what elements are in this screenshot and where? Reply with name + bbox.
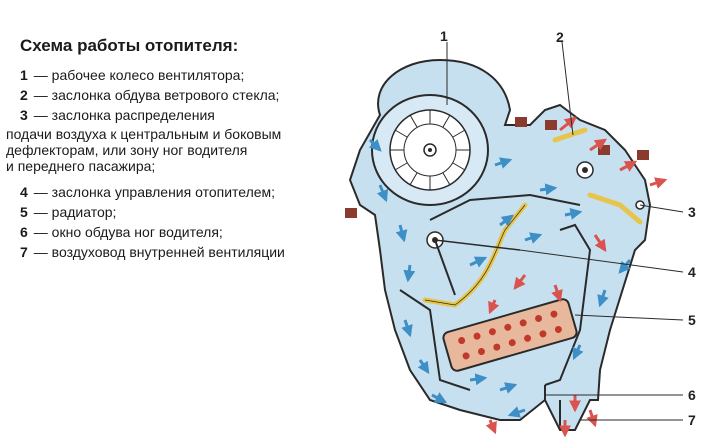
partition bbox=[429, 193, 581, 221]
legend: Схема работы отопителя: 1 — рабочее колес… bbox=[0, 0, 350, 445]
legend-text: — окно обдува ног водителя; bbox=[33, 224, 223, 240]
cold-air-arrows bbox=[368, 138, 632, 418]
legend-item-6: 6 — окно обдува ног водителя; bbox=[20, 224, 223, 240]
warm-air-arrows bbox=[485, 116, 668, 438]
callout-2: 2 bbox=[556, 29, 564, 45]
legend-text: — воздуховод внутренней вентиляции bbox=[33, 244, 285, 260]
legend-item-3-line3: дефлекторам, или зону ног водителя bbox=[6, 142, 248, 158]
callout-5: 5 bbox=[688, 312, 696, 328]
lever bbox=[434, 239, 456, 296]
leader-lines bbox=[446, 41, 684, 421]
legend-item-7: 7 — воздуховод внутренней вентиляции bbox=[20, 244, 285, 260]
legend-item-3-line2: подачи воздуха к центральным и боковым bbox=[6, 126, 282, 142]
callout-3: 3 bbox=[688, 204, 696, 220]
callout-7: 7 bbox=[688, 412, 696, 428]
legend-text: — заслонка распределения bbox=[33, 107, 215, 123]
callout-4: 4 bbox=[688, 264, 696, 280]
windshield-flap bbox=[552, 127, 588, 143]
fan-wheel bbox=[389, 109, 471, 191]
partition bbox=[399, 289, 471, 391]
legend-num: 6 bbox=[20, 224, 28, 240]
legend-item-3-line4: и переднего пасажира; bbox=[6, 158, 156, 174]
callout-1: 1 bbox=[440, 28, 448, 44]
lever bbox=[434, 239, 521, 251]
legend-num: 3 bbox=[20, 107, 28, 123]
legend-num: 1 bbox=[20, 67, 28, 83]
partition bbox=[544, 385, 561, 430]
legend-text: — радиатор; bbox=[33, 204, 117, 220]
legend-item-5: 5 — радиатор; bbox=[20, 204, 116, 220]
legend-num: 7 bbox=[20, 244, 28, 260]
legend-item-3: 3 — заслонка распределения bbox=[20, 107, 215, 123]
partition bbox=[544, 223, 592, 386]
legend-item-1: 1 — рабочее колесо вентилятора; bbox=[20, 67, 244, 83]
legend-num: 2 bbox=[20, 87, 28, 103]
legend-text: — заслонка управления отопителем; bbox=[33, 184, 276, 200]
callout-6: 6 bbox=[688, 387, 696, 403]
legend-num: 5 bbox=[20, 204, 28, 220]
legend-text: — рабочее колесо вентилятора; bbox=[33, 67, 245, 83]
radiator bbox=[442, 298, 578, 372]
legend-item-4: 4 — заслонка управления отопителем; bbox=[20, 184, 275, 200]
legend-text: — заслонка обдува ветрового стекла; bbox=[33, 87, 280, 103]
distribution-flap bbox=[587, 192, 643, 225]
legend-num: 4 bbox=[20, 184, 28, 200]
legend-title: Схема работы отопителя: bbox=[20, 36, 239, 55]
legend-item-2: 2 — заслонка обдува ветрового стекла; bbox=[20, 87, 279, 103]
